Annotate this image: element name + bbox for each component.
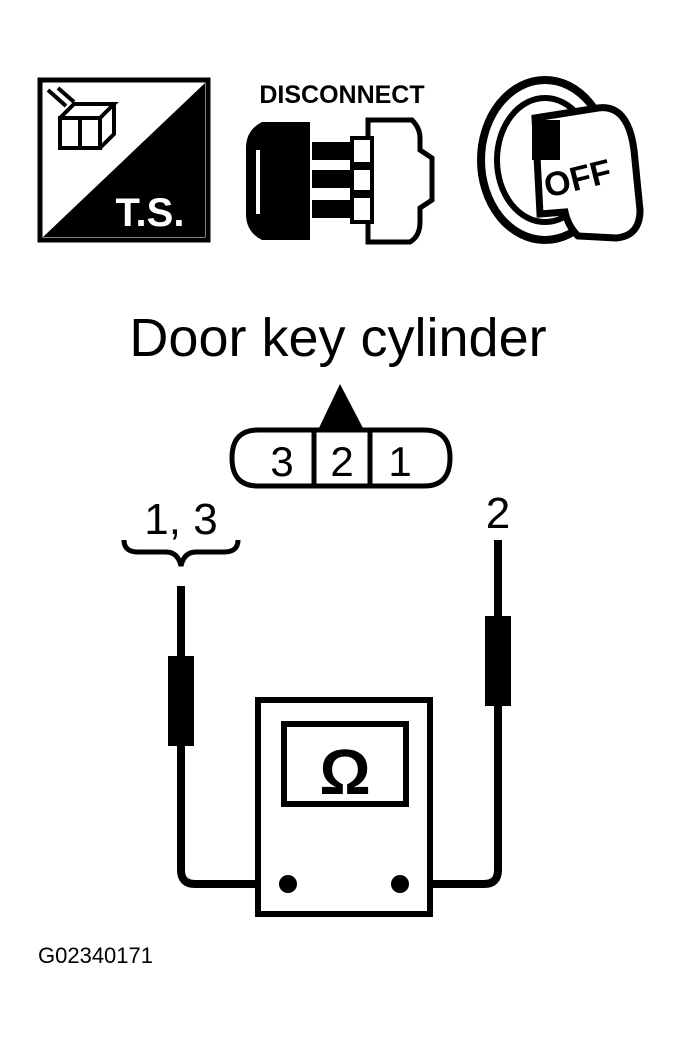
ignition-off-icon: OFF [477, 76, 644, 244]
ohmmeter-display [281, 721, 409, 807]
ohmmeter-terminal-right [391, 875, 409, 893]
left-test-probe [168, 586, 286, 888]
diagram-title: Door key cylinder [129, 308, 546, 368]
ts-icon: T.S. [37, 77, 211, 243]
connector-housing [229, 427, 453, 489]
disconnect-label: DISCONNECT [259, 81, 424, 109]
disconnect-icon: DISCONNECT [246, 81, 435, 245]
connector-pin-1: 1 [388, 438, 411, 485]
connector-box-glyph [46, 86, 119, 150]
ts-label: T.S. [116, 191, 185, 235]
connector: 3 2 1 [229, 384, 453, 489]
left-probe-brace [121, 539, 241, 567]
connector-pin-2: 2 [330, 438, 353, 485]
ohmmeter: Ω [255, 697, 433, 917]
connector-lock-triangle [318, 384, 364, 430]
ohmmeter-terminal-left [279, 875, 297, 893]
plug-right-half [365, 117, 435, 245]
figure-id: G02340171 [38, 943, 153, 968]
left-probe-label: 1, 3 [144, 495, 217, 544]
plug-left-half [246, 122, 310, 240]
right-test-probe [400, 540, 511, 888]
ohm-symbol: Ω [319, 736, 370, 808]
connector-pin-3: 3 [270, 438, 293, 485]
key-head [531, 104, 644, 242]
right-probe-label: 2 [486, 489, 510, 538]
